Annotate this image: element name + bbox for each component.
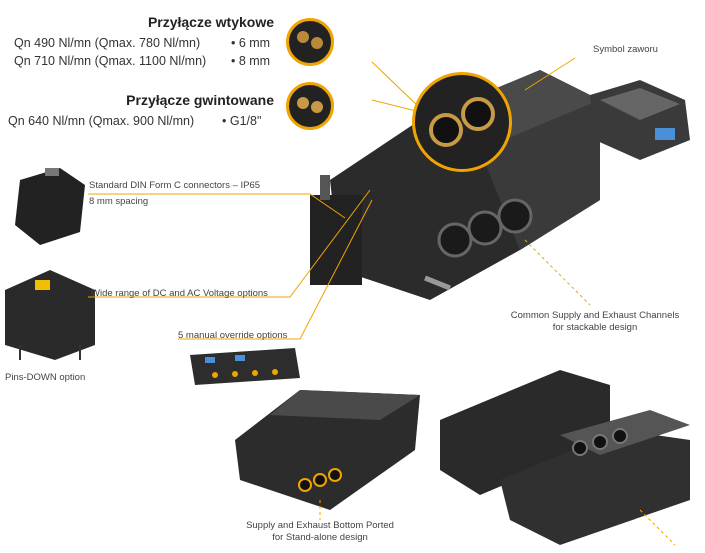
bottom-ported-label: Supply and Exhaust Bottom Ported for Sta… xyxy=(220,520,420,544)
din-connector-image xyxy=(15,168,85,245)
leader-manifold xyxy=(639,509,676,546)
leader-valve-symbol xyxy=(524,57,576,91)
pins-down-image xyxy=(5,270,95,360)
push-in-flow-1: Qn 490 Nl/mn (Qmax. 780 Nl/mn) xyxy=(14,36,201,50)
leader-lines xyxy=(88,57,676,546)
manual-override-image xyxy=(190,348,300,385)
valve-symbol-label: Symbol zaworu xyxy=(593,44,658,55)
push-in-title: Przyłącze wtykowe xyxy=(147,14,274,30)
stacked-manifold-image xyxy=(440,370,690,545)
leader-channels xyxy=(524,239,591,306)
pins-down-label: Pins-DOWN option xyxy=(5,372,86,383)
leader-threaded xyxy=(371,99,421,113)
leader-voltage xyxy=(88,189,371,298)
bottom-ported-image xyxy=(235,390,420,510)
leader-din xyxy=(88,193,346,219)
bottom-ported-label-1: Supply and Exhaust Bottom Ported xyxy=(246,520,394,531)
voltage-label: Wide range of DC and AC Voltage options xyxy=(91,288,268,299)
leader-push-in xyxy=(371,61,421,109)
push-in-fitting-inset xyxy=(286,18,334,66)
bottom-ported-label-2: for Stand-alone design xyxy=(272,532,368,543)
threaded-size-1: • G1/8" xyxy=(222,114,262,128)
leader-manual-override xyxy=(178,199,373,340)
threaded-fitting-inset xyxy=(286,82,334,130)
main-port-zoom-circle xyxy=(412,72,512,172)
threaded-title: Przyłącze gwintowane xyxy=(126,92,274,108)
channels-label-2: for stackable design xyxy=(552,322,638,333)
push-in-size-1: • 6 mm xyxy=(231,36,271,50)
din-connector-label-1: Standard DIN Form C connectors – IP65 xyxy=(89,180,261,191)
main-valve-image xyxy=(310,70,600,300)
din-connector-label-2: 8 mm spacing xyxy=(89,196,149,207)
channels-label: Common Supply and Exhaust Channels for s… xyxy=(490,310,700,334)
push-in-flow-2: Qn 710 Nl/mn (Qmax. 1100 Nl/mn) xyxy=(14,54,207,68)
manual-override-label: 5 manual override options xyxy=(178,330,288,341)
channels-label-1: Common Supply and Exhaust Channels xyxy=(510,310,680,321)
push-in-size-2: • 8 mm xyxy=(231,54,271,68)
threaded-flow-1: Qn 640 Nl/mn (Qmax. 900 Nl/mn) xyxy=(8,114,195,128)
valve-symbol-image xyxy=(590,80,690,160)
